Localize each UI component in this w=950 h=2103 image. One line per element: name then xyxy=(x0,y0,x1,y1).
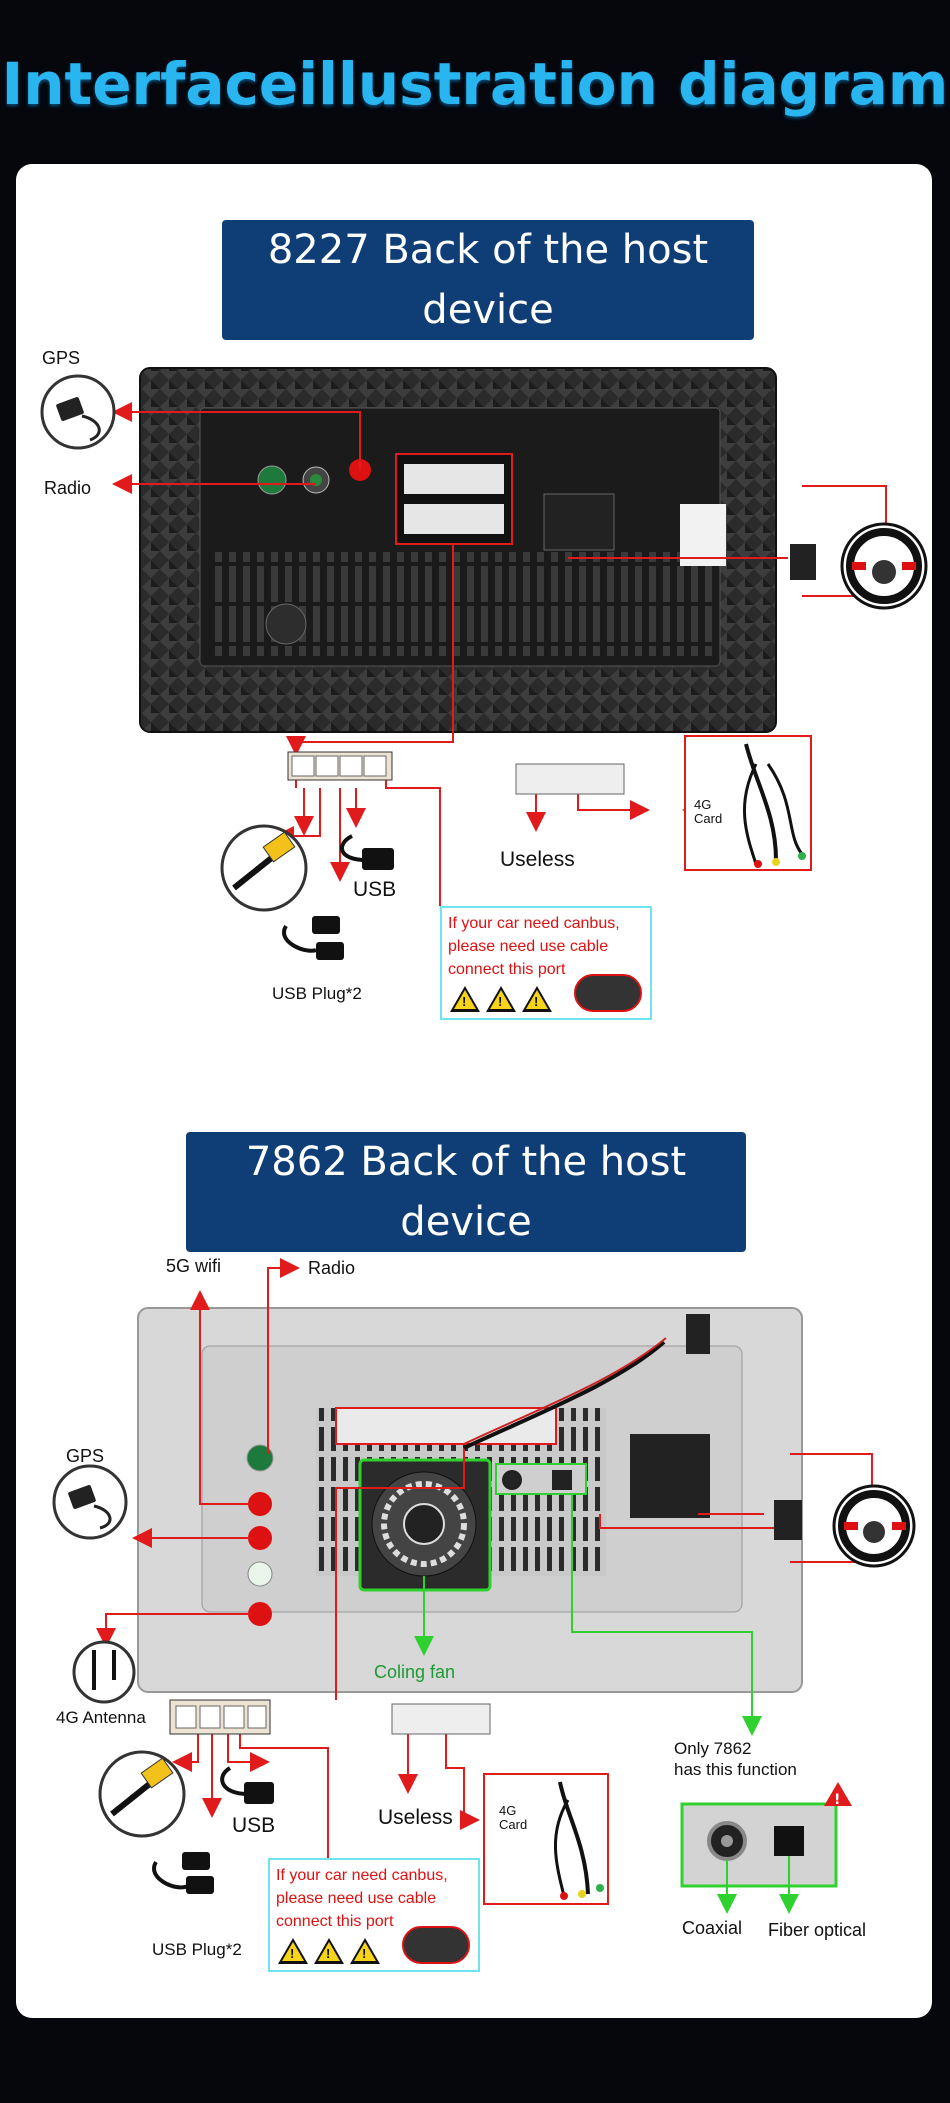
gps-antenna-icon xyxy=(52,1464,128,1540)
connector-block xyxy=(287,751,625,795)
section-2-banner: 7862 Back of the host device xyxy=(186,1132,746,1252)
svg-text:!: ! xyxy=(834,1792,840,1808)
canbus-note-2: If your car need canbus, please need use… xyxy=(268,1858,480,1972)
steering-wheel-icon xyxy=(790,485,928,610)
warning-icon: ! xyxy=(824,1782,852,1808)
canbus-note-2-line-3: connect this port xyxy=(276,1913,394,1930)
fan-wiring xyxy=(414,1494,762,1736)
section-1-banner: 8227 Back of the host device xyxy=(222,220,754,340)
canbus-note-2-line-2: please need use cable xyxy=(276,1890,437,1907)
warning-icon: ! xyxy=(450,986,480,1012)
power-cable xyxy=(463,1340,666,1450)
warning-icon: ! xyxy=(278,1938,308,1964)
antenna-4g-icon xyxy=(72,1640,136,1704)
coaxial-label: Coaxial xyxy=(682,1918,743,1938)
canbus-note-2-line-1: If your car need canbus, xyxy=(276,1867,448,1884)
canbus-note-line-3: connect this port xyxy=(448,961,566,978)
coling-fan-label: Coling fan xyxy=(374,1662,456,1682)
card-4g-label: 4G Card xyxy=(694,797,723,826)
wire-harness-icon xyxy=(483,1773,609,1905)
warning-icon: ! xyxy=(314,1938,344,1964)
canbus-note-line-1: If your car need canbus, xyxy=(448,915,620,932)
canbus-port-thumb xyxy=(574,974,642,1012)
warning-icon: ! xyxy=(350,1938,380,1964)
antenna-4g-label: 4G Antenna xyxy=(56,1708,146,1727)
radio-label: Radio xyxy=(44,478,92,498)
only-7862-label: Only 7862 has this function xyxy=(674,1738,797,1780)
useless-label-2: Useless xyxy=(378,1806,453,1829)
connector-block xyxy=(169,1699,491,1735)
canbus-port-thumb-2 xyxy=(402,1926,470,1964)
canbus-note: If your car need canbus, please need use… xyxy=(440,906,652,1020)
steering-wheel-icon xyxy=(774,1453,916,1568)
usb-label: USB xyxy=(353,878,397,901)
gps-antenna-icon xyxy=(40,374,116,450)
power-cable-red xyxy=(463,1337,667,1445)
only-7862-line-1: Only 7862 xyxy=(674,1739,752,1758)
warning-icon: ! xyxy=(486,986,516,1012)
fiber-optical-label: Fiber optical xyxy=(768,1920,867,1940)
useless-label: Useless xyxy=(500,848,575,871)
diagram-graphics: ! xyxy=(40,367,928,1914)
warning-icons-2: ! ! ! xyxy=(278,1938,380,1964)
wifi-5g-label: 5G wifi xyxy=(166,1256,222,1276)
usb-plug-label-2: USB Plug*2 xyxy=(152,1940,242,1959)
usb-plug-icon xyxy=(282,916,344,960)
usb-plug-icon xyxy=(152,1852,214,1894)
diagram-card: 8227 Back of the host device xyxy=(16,164,932,2018)
gps-label-2: GPS xyxy=(66,1446,105,1466)
device-8227-back xyxy=(139,367,777,733)
radio-label-2: Radio xyxy=(308,1258,356,1278)
gps-label: GPS xyxy=(42,348,81,368)
usb-cable-icon xyxy=(220,1766,274,1804)
wire-harness-icon xyxy=(684,735,812,871)
card-4g-label-2: 4G Card xyxy=(499,1803,528,1832)
warning-icon: ! xyxy=(522,986,552,1012)
page-title: Interfaceillustration diagram xyxy=(1,50,949,118)
usb-label-2: USB xyxy=(232,1814,276,1837)
only-7862-line-2: has this function xyxy=(674,1760,797,1779)
optical-wiring xyxy=(717,1856,799,1914)
rca-cable-icon xyxy=(220,824,308,912)
optical-panel xyxy=(680,1802,838,1888)
device-7862-back xyxy=(137,1307,803,1693)
rca-cable-icon xyxy=(98,1750,186,1838)
warning-icons: ! ! ! xyxy=(450,986,552,1012)
usb-plug-label: USB Plug*2 xyxy=(272,984,362,1003)
usb-cable-icon xyxy=(340,834,394,870)
canbus-note-line-2: please need use cable xyxy=(448,938,609,955)
